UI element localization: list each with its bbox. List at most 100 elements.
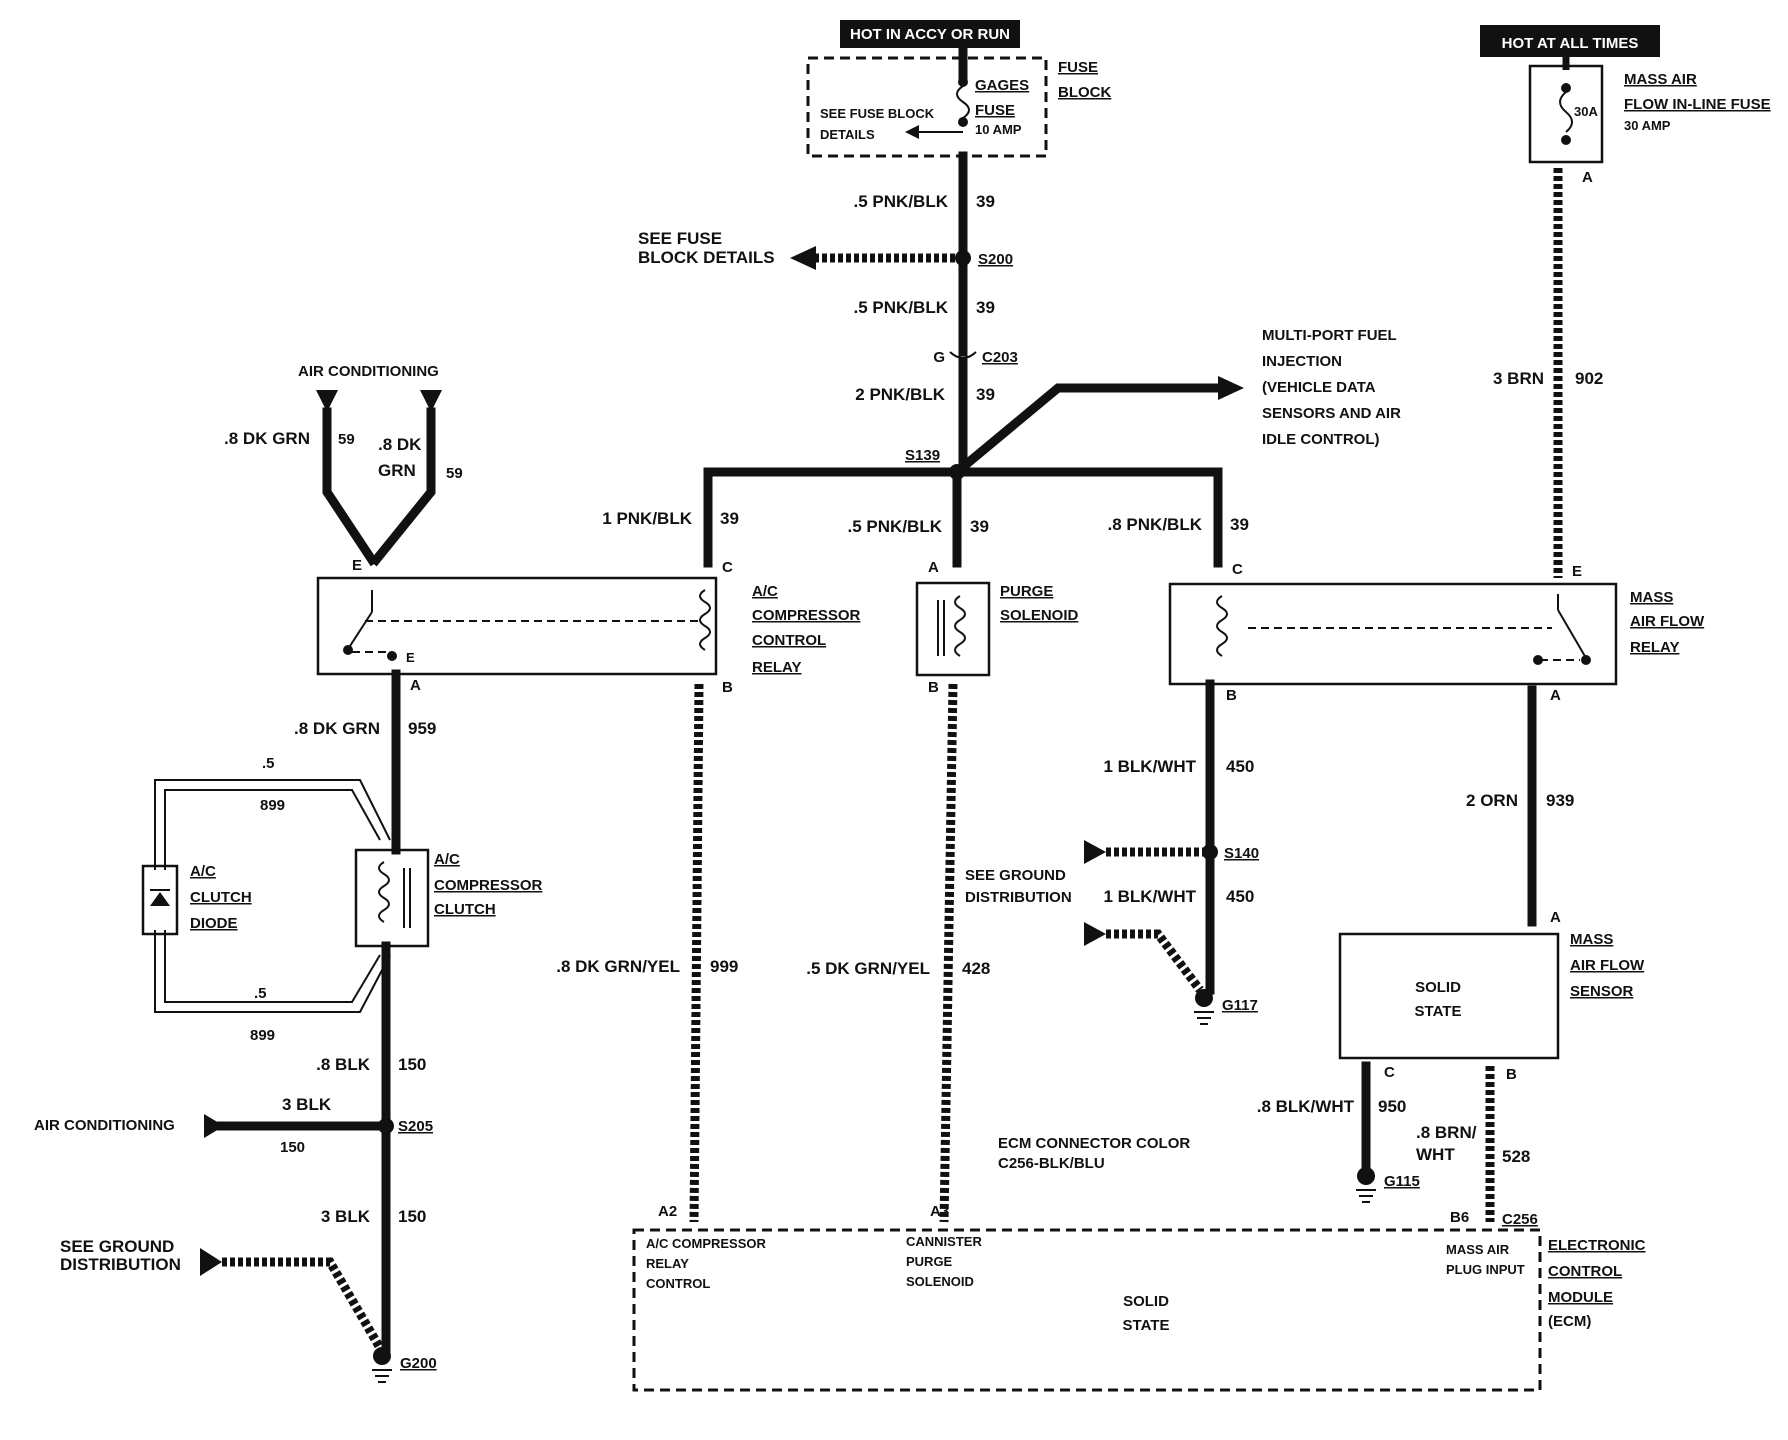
see-fuse-ref-2: BLOCK DETAILS xyxy=(638,248,775,267)
wire-950-num: 950 xyxy=(1378,1097,1406,1116)
wire-59-label-b2: GRN xyxy=(378,461,416,480)
ecm-maf-input-2: PLUG INPUT xyxy=(1446,1262,1525,1277)
splice-s139-label: S139 xyxy=(905,447,940,464)
maf-relay-coil-icon xyxy=(1216,595,1228,657)
ecm-label-2: CONTROL xyxy=(1548,1263,1622,1280)
ac-clutch-coil-icon xyxy=(378,861,390,923)
ac-relay-coil-icon xyxy=(699,589,711,651)
wire-59-label-a: .8 DK GRN xyxy=(224,429,310,448)
maf-sensor-label-2: AIR FLOW xyxy=(1570,957,1645,974)
ecm-label-1: ELECTRONIC xyxy=(1548,1237,1646,1254)
ac-relay-label-3: CONTROL xyxy=(752,632,826,649)
wire-150-num-b: 150 xyxy=(280,1139,305,1156)
ac-relay-pin-c: C xyxy=(722,559,733,576)
maf-relay-pin-c: C xyxy=(1232,561,1243,578)
ecm-pin-a2: A2 xyxy=(658,1203,677,1220)
wire-959-label: .8 DK GRN xyxy=(294,719,380,738)
maf-relay-switch-contact xyxy=(1533,655,1543,665)
ecm-ac-control-2: RELAY xyxy=(646,1256,689,1271)
ac-clutch-label-3: CLUTCH xyxy=(434,901,496,918)
mpfi-ref-2: INJECTION xyxy=(1262,353,1342,370)
maf-relay-label-2: AIR FLOW xyxy=(1630,613,1705,630)
wire-950-label: .8 BLK/WHT xyxy=(1257,1097,1355,1116)
maf-relay-switch-arm xyxy=(1557,609,1587,659)
maf-relay-switch-pivot xyxy=(1581,655,1591,665)
fuse-block-outline xyxy=(806,56,1048,158)
diode-label-1: A/C xyxy=(190,863,216,880)
wire-39-label-3: 2 PNK/BLK xyxy=(855,385,945,404)
see-ground-left-2: DISTRIBUTION xyxy=(60,1255,181,1274)
ac-compressor-clutch-box xyxy=(354,848,430,948)
maf-fuse-pin-a: A xyxy=(1582,169,1593,186)
wire-39-num-4: 39 xyxy=(720,509,739,528)
maf-relay-pin-a: A xyxy=(1550,687,1561,704)
ac-relay-switch-pivot xyxy=(343,645,353,655)
see-ground-mid-2: DISTRIBUTION xyxy=(965,889,1072,906)
ecm-cannister-2: PURGE xyxy=(906,1254,953,1269)
purge-label-1: PURGE xyxy=(1000,583,1053,600)
maf-fuse-title-2: FLOW IN-LINE FUSE xyxy=(1624,96,1771,113)
wire-899-num-lower: 899 xyxy=(250,1027,275,1044)
fuse-block-title-2: BLOCK xyxy=(1058,84,1111,101)
maf-sensor-solid-1: SOLID xyxy=(1415,979,1461,996)
purge-solenoid-box xyxy=(915,581,991,677)
maf-fuse-title-1: MASS AIR xyxy=(1624,71,1697,88)
maf-sensor-solid-2: STATE xyxy=(1415,1003,1462,1020)
fuse-gages-label: GAGES xyxy=(975,77,1029,94)
wire-to-mpfi xyxy=(950,383,1225,479)
wire-902-num: 902 xyxy=(1575,369,1603,388)
ac-clutch-diode-box xyxy=(141,864,179,936)
wire-450-num-2: 450 xyxy=(1226,887,1254,906)
ground-g200-dot xyxy=(373,1347,391,1365)
wire-899-lower-inner xyxy=(164,930,381,1003)
maf-sensor-pin-c: C xyxy=(1384,1064,1395,1081)
ground-g115-dot xyxy=(1357,1167,1375,1185)
wire-39-label-5: .5 PNK/BLK xyxy=(848,517,943,536)
wire-899-num-upper: 899 xyxy=(260,797,285,814)
ac-top-arrow-right-icon xyxy=(420,390,442,412)
ecm-ac-control-3: CONTROL xyxy=(646,1276,710,1291)
wire-59-left xyxy=(322,407,379,567)
maf-sensor-pin-a: A xyxy=(1550,909,1561,926)
maf-relay-pin-e: E xyxy=(1572,563,1582,580)
wire-528-num: 528 xyxy=(1502,1147,1530,1166)
ac-relay-pin-b: B xyxy=(722,679,733,696)
hot-accy-run-header xyxy=(840,20,1020,48)
wire-39-num-5: 39 xyxy=(970,517,989,536)
maf-relay-box xyxy=(1168,582,1618,686)
ecm-ac-control-1: A/C COMPRESSOR xyxy=(646,1236,767,1251)
wire-450-num-1: 450 xyxy=(1226,757,1254,776)
ac-relay-label-4: RELAY xyxy=(752,659,801,676)
see-ground-left-1: SEE GROUND xyxy=(60,1237,174,1256)
wire-39-label-1: .5 PNK/BLK xyxy=(854,192,949,211)
wire-428 xyxy=(939,683,958,1223)
fuse-amp-label: 10 AMP xyxy=(975,122,1022,137)
mpfi-arrow-icon xyxy=(1218,376,1244,400)
fuse-block-title-1: FUSE xyxy=(1058,59,1098,76)
ac-relay-switch-arm xyxy=(349,611,373,647)
ground-g117-dot xyxy=(1195,989,1213,1007)
mpfi-ref-4: SENSORS AND AIR xyxy=(1262,405,1401,422)
maf-relay-label-1: MASS xyxy=(1630,589,1673,606)
wire-39-num-1: 39 xyxy=(976,192,995,211)
ground-g115-label: G115 xyxy=(1384,1173,1420,1190)
ecm-cannister-1: CANNISTER xyxy=(906,1234,982,1249)
maf-sensor-pin-b: B xyxy=(1506,1066,1517,1083)
fuse-see-details-2: DETAILS xyxy=(820,127,875,142)
wire-ground-g200 xyxy=(222,1257,384,1351)
maf-fuse-element-icon xyxy=(1559,91,1573,133)
see-ground-left-arrow-icon xyxy=(200,1248,222,1276)
ecm-solid-state-1: SOLID xyxy=(1123,1293,1169,1310)
fuse-element-icon xyxy=(956,85,970,119)
ecm-cannister-3: SOLENOID xyxy=(906,1274,974,1289)
splice-s200-label: S200 xyxy=(978,251,1013,268)
wire-899-gauge-upper: .5 xyxy=(262,755,275,772)
g117-arrow-icon xyxy=(1084,922,1106,946)
wire-59-label-b1: .8 DK xyxy=(378,435,422,454)
purge-pin-b: B xyxy=(928,679,939,696)
fuse-top-terminal xyxy=(958,77,968,87)
wire-939-label: 2 ORN xyxy=(1466,791,1518,810)
wire-450-label-2: 1 BLK/WHT xyxy=(1103,887,1196,906)
wire-39-bus xyxy=(703,467,1223,568)
